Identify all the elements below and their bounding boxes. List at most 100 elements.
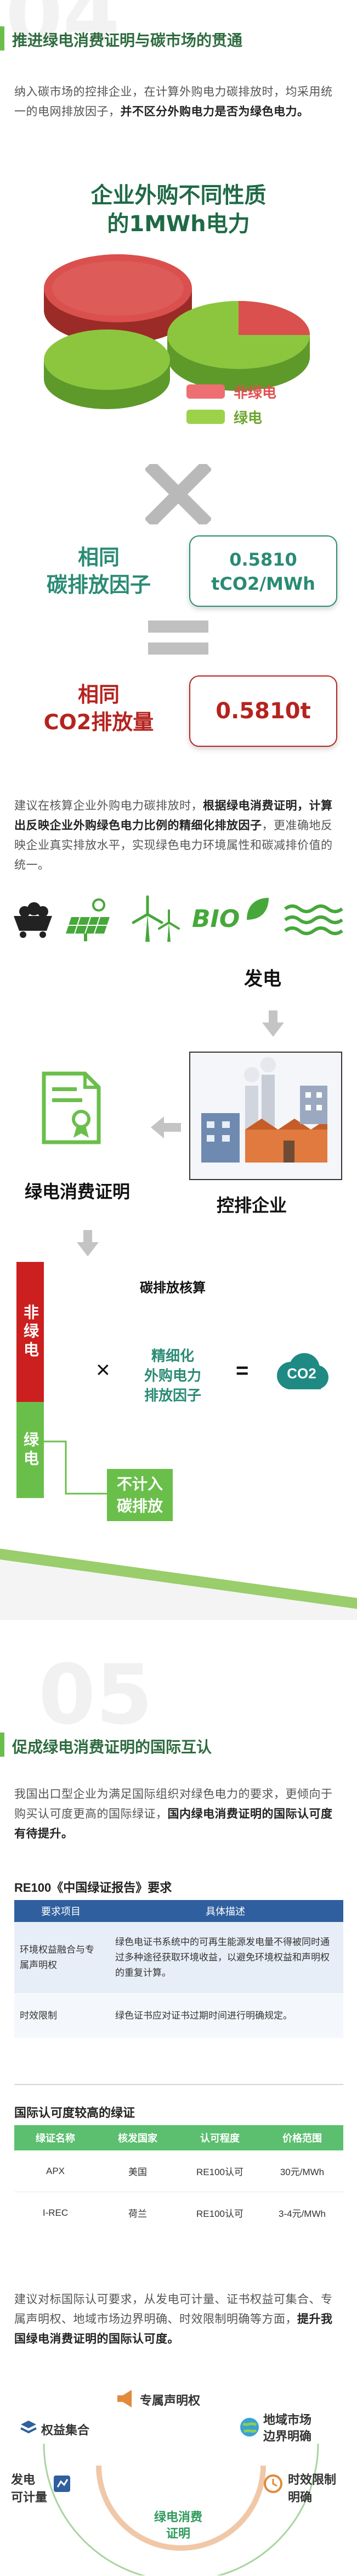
intro2-text: 我国出口型企业为满足国际组织对绿色电力的要求，更倾向于购买认可度更高的国际绿证， [14,1788,333,1820]
intro2-bold: 国内绿电消费证明的国际认可度有待提升。 [14,1808,333,1840]
green-block: 绿电 [16,1402,44,1498]
badge-arc [43,2443,319,2575]
rec2-text: 建议对标国际认可要求，从发电可计量、证书权益可集合、专属声明权、地域市场边界明确… [14,2293,333,2326]
factor-value-card: 0.5810 tCO2/MWh [189,535,337,607]
rec-text1: 建议在核算企业外购电力碳排放时， [14,800,203,812]
intro-text: 纳入碳市场的控排企业，在计算外购电力碳排放时，均采用统一的电网排放因子， [14,86,333,118]
enterprise-label: 控排企业 [217,1195,287,1216]
center-badge-line2: 证明 [166,2527,190,2541]
bio-icon: BIO [192,905,240,933]
pie-bottom [44,329,170,409]
legend-swatch-red-icon [186,384,225,399]
intl-cell: 3-4元/MWh [279,2209,326,2219]
arrow-down-2-icon [77,1230,99,1256]
pie-right [167,301,310,391]
re100-header-row: 要求项目 具体描述 [14,1900,343,1922]
recommendation-paragraph-2: 建议对标国际认可要求，从发电可计量、证书权益可集合、专属声明权、地域市场边界明确… [14,2290,343,2349]
intro-paragraph: 纳入碳市场的控排企业，在计算外购电力碳排放时，均采用统一的电网排放因子，并不区分… [14,82,343,122]
section-title-2: 促成绿电消费证明的国际互认 [12,1738,212,1756]
factor-value-line1: 0.5810 [229,549,297,570]
wind-turbine-icon [132,895,180,942]
intl-header-name: 绿证名称 [36,2133,75,2144]
globe-icon [240,2418,259,2437]
wave-icon [284,904,343,935]
co2-badge-text: CO2 [287,1365,316,1382]
solar-panel-icon [66,898,110,941]
intro-paragraph-2: 我国出口型企业为满足国际组织对绿色电力的要求，更倾向于购买认可度更高的国际绿证，… [14,1785,343,1844]
table-row: 时效限制 绿色证书应对证书过期时间进行明确规定。 [14,1994,343,2038]
badge-metering: 发电 可计量 [11,2471,47,2506]
accounting-label: 碳排放核算 [140,1280,206,1295]
arrow-left-icon [151,1116,181,1138]
power-generation-label: 发电 [244,968,281,990]
re100-cell-item: 环境权益融合与专属声明权 [20,1944,94,1970]
cert-label: 绿电消费证明 [25,1181,131,1202]
coal-cart-icon [14,902,52,938]
intl-header-row: 绿证名称 核发国家 认可程度 价格范围 [14,2125,343,2150]
legend-item-green: 绿电 [186,404,329,429]
certificate-icon [42,1071,101,1144]
arrow-down-icon [262,1010,284,1037]
badge-region-line1: 地域市场 [263,2413,312,2427]
divider [14,2084,343,2085]
badge-time: 时效限制 明确 [288,2471,336,2506]
co2-value: 0.5810t [216,699,311,724]
re100-header-desc: 具体描述 [206,1906,245,1917]
rec-text2: ，更准确地反映企业真实排放水平，实现绿色电力环境属性和碳减排价值的统一。 [14,819,333,871]
re100-cell-desc: 绿色证书应对证书过期时间进行明确规定。 [115,2010,292,2021]
table-row: APX 美国 RE100认可 30元/MWh [14,2150,343,2192]
re100-title: RE100《中国绿证报告》要求 [14,1881,172,1895]
co2-label: 相同 CO2排放量 [16,681,181,736]
intl-cell: 美国 [128,2167,147,2177]
badge-region-line2: 边界明确 [263,2429,312,2443]
badge-region: 地域市场 边界明确 [263,2412,311,2445]
re100-cell-desc: 绿色电证书系统中的可再生能源发电量不得被同时通过多种途径获取环境收益，以避免环境… [115,1937,330,1978]
factor-value-line2: tCO2/MWh [211,573,315,594]
refined-factor-line2: 外购电力 [144,1368,201,1384]
badge-time-line1: 时效限制 [288,2473,337,2486]
co2-label-line1: 相同 [77,683,120,707]
section-title: 推进绿电消费证明与碳市场的贯通 [12,31,243,49]
title-accent-bar-2 [0,1733,4,1757]
leaf-icon [247,898,269,920]
intl-cell: 30元/MWh [280,2167,325,2177]
recommendation-paragraph: 建议在核算企业外购电力碳排放时，根据绿电消费证明，计算出反映企业外购绿色电力比例… [14,796,343,875]
exclude-line1: 不计入 [116,1475,163,1493]
multiply-icon [145,464,211,524]
chart-title-line2: 的1MWh电力 [107,211,250,237]
refined-factor: 精细化 外购电力 排放因子 [132,1346,214,1406]
nongreen-block: 非绿电 [16,1262,44,1402]
meter-icon [54,2476,70,2492]
co2-label-line2: CO2排放量 [43,710,154,734]
center-badge: 绿电消费 证明 [129,2510,228,2543]
section-number: 04 [5,0,120,63]
rec-bold: 根据绿电消费证明，计算出反映企业外购绿色电力比例的精细化排放因子 [14,800,333,832]
factory-icon [201,1057,327,1163]
megaphone-icon [117,2390,132,2407]
enterprise-illustration [189,1052,342,1180]
intl-title: 国际认可度较高的绿证 [14,2106,135,2120]
re100-cell-item: 时效限制 [20,2010,57,2021]
cloud-icon [277,1353,328,1389]
intro-bold: 并不区分外购电力是否为绿色电力。 [120,105,309,118]
chart-title: 企业外购不同性质 的1MWh电力 [0,181,357,238]
badge-metering-line2: 可计量 [11,2490,48,2504]
legend-swatch-green-icon [186,410,225,424]
re100-table: 要求项目 具体描述 环境权益融合与专属声明权 绿色电证书系统中的可再生能源发电量… [14,1900,343,2038]
badge-aggregate: 权益集合 [41,2423,90,2437]
times-operator: × [96,1356,110,1383]
legend-item-nongreen: 非绿电 [186,379,329,404]
intl-cell: RE100认可 [196,2167,243,2177]
aggregate-icon [20,2421,37,2434]
legend-label-green: 绿电 [234,409,263,426]
co2-value-card: 0.5810t [189,675,337,747]
section-divider-stripe [0,1549,357,1620]
refined-factor-line1: 精细化 [151,1348,194,1365]
legend-label-nongreen: 非绿电 [234,384,277,401]
table-row: 环境权益融合与专属声明权 绿色电证书系统中的可再生能源发电量不得被同时通过多种途… [14,1922,343,1994]
pie-left [44,254,192,344]
exclude-line2: 碳排放 [116,1497,163,1515]
intl-header-recognition: 认可程度 [200,2133,240,2144]
rec2-bold: 提升我国绿电消费证明的国际认可度。 [14,2313,333,2345]
intl-cell: APX [46,2165,65,2176]
